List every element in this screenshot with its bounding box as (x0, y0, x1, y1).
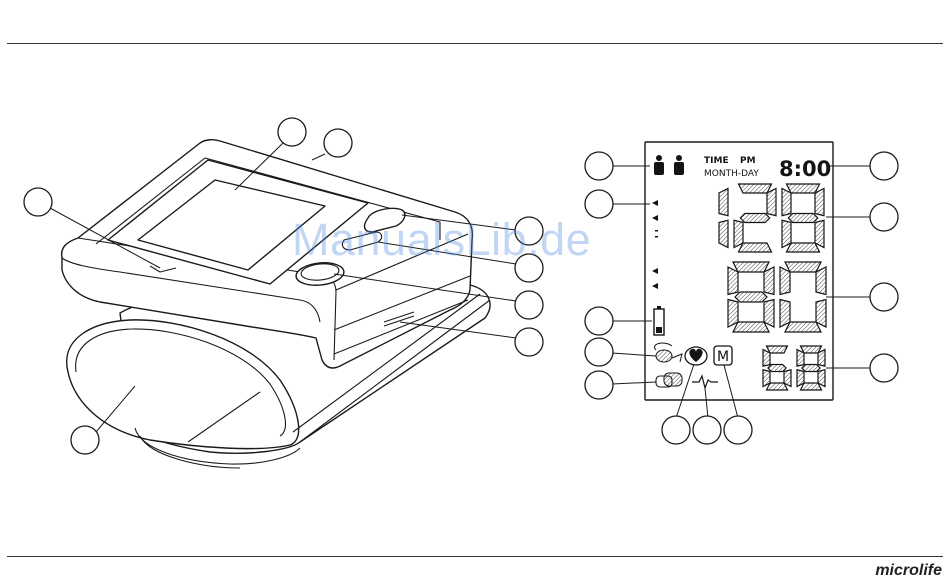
callout-user-icons (585, 152, 613, 180)
callout-heart (662, 416, 690, 444)
watermark-text: ManualsLib.de (292, 214, 591, 266)
wrist-monitor-illustration (62, 140, 490, 468)
pulse-digit (797, 346, 825, 390)
time-value: 8:00 (779, 157, 831, 181)
callout-housing-top (324, 129, 352, 157)
diastolic-segment (764, 267, 774, 295)
heart-icon (685, 347, 707, 365)
systolic-segment (787, 184, 820, 193)
systolic-segment (734, 220, 743, 247)
date-label: MONTH-DAY (704, 169, 759, 179)
systolic-segment (719, 189, 728, 216)
systolic-segment (782, 220, 791, 247)
diastolic-segment (780, 300, 790, 328)
systolic-segment (788, 214, 817, 223)
diastolic-segment (735, 292, 767, 302)
diastolic-segment (816, 267, 826, 295)
callout-diastolic (870, 283, 898, 311)
systolic-segment (815, 220, 824, 247)
callout-start-button (515, 291, 543, 319)
svg-text:2: 2 (676, 166, 681, 175)
lcd-panel: 1 2 TIME PM MONTH-DAY 8:00 (645, 142, 833, 400)
pulse-segment (818, 350, 825, 367)
callout-cuff-icon (585, 371, 613, 399)
callout-cuff-wrap (585, 338, 613, 366)
systolic-segment (740, 214, 769, 223)
diastolic-segment (785, 322, 821, 332)
pulse-segment (767, 346, 788, 353)
callout-pulse (870, 354, 898, 382)
systolic-segment (815, 189, 824, 216)
pulse-segment (797, 350, 804, 367)
diastolic-digit (728, 262, 774, 332)
systolic-segment (719, 220, 728, 247)
systolic-segment (782, 189, 791, 216)
pulse-segment (767, 383, 788, 390)
pulse-segment (768, 365, 786, 372)
callout-systolic (870, 203, 898, 231)
diastolic-segment (780, 267, 790, 295)
systolic-segment (767, 189, 776, 216)
battery-icon (654, 306, 664, 335)
systolic-segment (739, 184, 772, 193)
svg-text:M: M (717, 349, 729, 365)
diastolic-segment (764, 300, 774, 328)
pulse-segment (763, 350, 770, 367)
callout-memory (724, 416, 752, 444)
memory-icon: M (714, 346, 732, 365)
diastolic-segment (733, 322, 769, 332)
callout-battery (585, 307, 613, 335)
pm-label: PM (740, 156, 756, 166)
pulse-segment (784, 370, 791, 387)
diastolic-segment (733, 262, 769, 272)
diastolic-segment (816, 300, 826, 328)
callout-cuff (71, 426, 99, 454)
diastolic-segment (728, 300, 738, 328)
svg-text:1: 1 (656, 166, 661, 175)
pulse-segment (802, 365, 820, 372)
callout-time (870, 152, 898, 180)
pulse-segment (801, 346, 822, 353)
time-label: TIME (704, 156, 729, 166)
callout-housing-left (24, 188, 52, 216)
brand-logo: microlife (875, 562, 942, 580)
callout-display (278, 118, 306, 146)
diastolic-segment (728, 267, 738, 295)
pulse-segment (801, 383, 822, 390)
callout-cuff-slot (515, 328, 543, 356)
systolic-segment (787, 243, 820, 252)
systolic-segment (739, 243, 772, 252)
diastolic-segment (785, 262, 821, 272)
pulse-segment (797, 370, 804, 387)
callout-arrhythmia (693, 416, 721, 444)
